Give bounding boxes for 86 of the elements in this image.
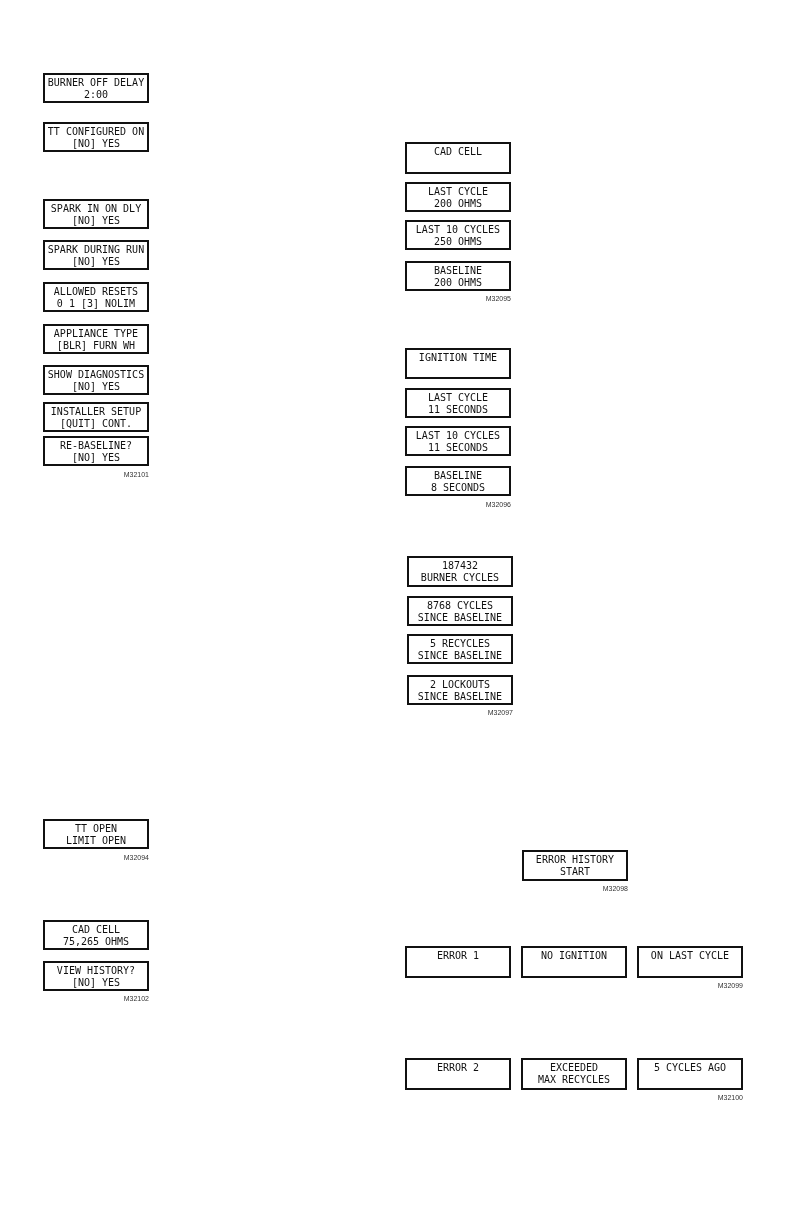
- display-text: 2:00: [83, 89, 109, 101]
- lcd-display: [43, 436, 149, 466]
- lcd-display: [43, 240, 149, 270]
- display-text: [NO] YES: [71, 138, 121, 150]
- display-text: 5 RECYCLES: [429, 638, 491, 650]
- display-text: 8 SECONDS: [430, 482, 486, 494]
- lcd-display: [43, 961, 149, 991]
- display-text: RE-BASELINE?: [59, 440, 133, 452]
- display-text: [NO] YES: [71, 977, 121, 989]
- display-text: INSTALLER SETUP: [50, 406, 142, 418]
- display-text: BURNER OFF DELAY: [47, 77, 145, 89]
- lcd-display: [405, 466, 511, 496]
- lcd-display: [522, 850, 628, 881]
- lcd-display: [405, 182, 511, 212]
- display-text: SINCE BASELINE: [417, 650, 503, 662]
- lcd-display: [637, 946, 743, 978]
- lcd-display: [405, 348, 511, 379]
- display-text: ON LAST CYCLE: [650, 950, 730, 962]
- lcd-display: [407, 634, 513, 664]
- display-text: 75,265 OHMS: [62, 936, 130, 948]
- display-text: ALLOWED RESETS: [53, 286, 139, 298]
- display-text: MAX RECYCLES: [537, 1074, 611, 1086]
- display-text: 250 OHMS: [433, 236, 483, 248]
- display-text: SPARK IN ON DLY: [50, 203, 142, 215]
- lcd-display: [405, 388, 511, 418]
- lcd-display: [407, 596, 513, 626]
- display-text: START: [559, 866, 591, 878]
- display-text: LAST 10 CYCLES: [415, 224, 501, 236]
- display-text: 0 1 [3] NOLIM: [56, 298, 136, 310]
- lcd-display: [43, 282, 149, 312]
- display-text: BASELINE: [433, 265, 483, 277]
- display-text: APPLIANCE TYPE: [53, 328, 139, 340]
- display-text: 200 OHMS: [433, 198, 483, 210]
- display-text: SHOW DIAGNOSTICS: [47, 369, 145, 381]
- lcd-display: [43, 920, 149, 950]
- display-text: LAST 10 CYCLES: [415, 430, 501, 442]
- display-text: LIMIT OPEN: [65, 835, 127, 847]
- display-text: ERROR 2: [436, 1062, 480, 1074]
- lcd-display: [43, 819, 149, 849]
- display-text: ERROR 1: [436, 950, 480, 962]
- lcd-display: [43, 365, 149, 395]
- display-text: [NO] YES: [71, 215, 121, 227]
- display-text: 187432: [441, 560, 479, 572]
- display-text: NO IGNITION: [540, 950, 608, 962]
- lcd-display: [407, 556, 513, 587]
- display-text: 5 CYCLES AGO: [653, 1062, 727, 1074]
- lcd-display: [43, 199, 149, 229]
- lcd-display: [405, 142, 511, 174]
- lcd-display: [405, 261, 511, 291]
- display-text: CAD CELL: [71, 924, 121, 936]
- display-text: LAST CYCLE: [427, 392, 489, 404]
- display-text: TT OPEN: [74, 823, 118, 835]
- display-text: BASELINE: [433, 470, 483, 482]
- display-text: 11 SECONDS: [427, 404, 489, 416]
- lcd-display: [521, 946, 627, 978]
- display-text: IGNITION TIME: [418, 352, 498, 364]
- display-text: [BLR] FURN WH: [56, 340, 136, 352]
- display-text: BURNER CYCLES: [420, 572, 500, 584]
- display-text: EXCEEDED: [549, 1062, 599, 1074]
- lcd-display: [405, 1058, 511, 1090]
- lcd-display: [43, 324, 149, 354]
- lcd-display: [43, 402, 149, 432]
- lcd-display: [405, 946, 511, 978]
- lcd-display: [637, 1058, 743, 1090]
- lcd-display: [405, 220, 511, 250]
- display-text: CAD CELL: [433, 146, 483, 158]
- lcd-display: [405, 426, 511, 456]
- display-text: SPARK DURING RUN: [47, 244, 145, 256]
- lcd-display: [43, 122, 149, 152]
- display-text: LAST CYCLE: [427, 186, 489, 198]
- display-text: SINCE BASELINE: [417, 612, 503, 624]
- display-text: 11 SECONDS: [427, 442, 489, 454]
- display-text: VIEW HISTORY?: [56, 965, 136, 977]
- display-text: [NO] YES: [71, 381, 121, 393]
- display-text: 200 OHMS: [433, 277, 483, 289]
- lcd-display: [43, 73, 149, 103]
- display-text: SINCE BASELINE: [417, 691, 503, 703]
- display-text: 2 LOCKOUTS: [429, 679, 491, 691]
- lcd-display: [521, 1058, 627, 1090]
- display-text: 8768 CYCLES: [426, 600, 494, 612]
- display-text: TT CONFIGURED ON: [47, 126, 145, 138]
- display-text: [NO] YES: [71, 452, 121, 464]
- display-text: [QUIT] CONT.: [59, 418, 133, 430]
- display-text: ERROR HISTORY: [535, 854, 615, 866]
- lcd-display: [407, 675, 513, 705]
- display-text: [NO] YES: [71, 256, 121, 268]
